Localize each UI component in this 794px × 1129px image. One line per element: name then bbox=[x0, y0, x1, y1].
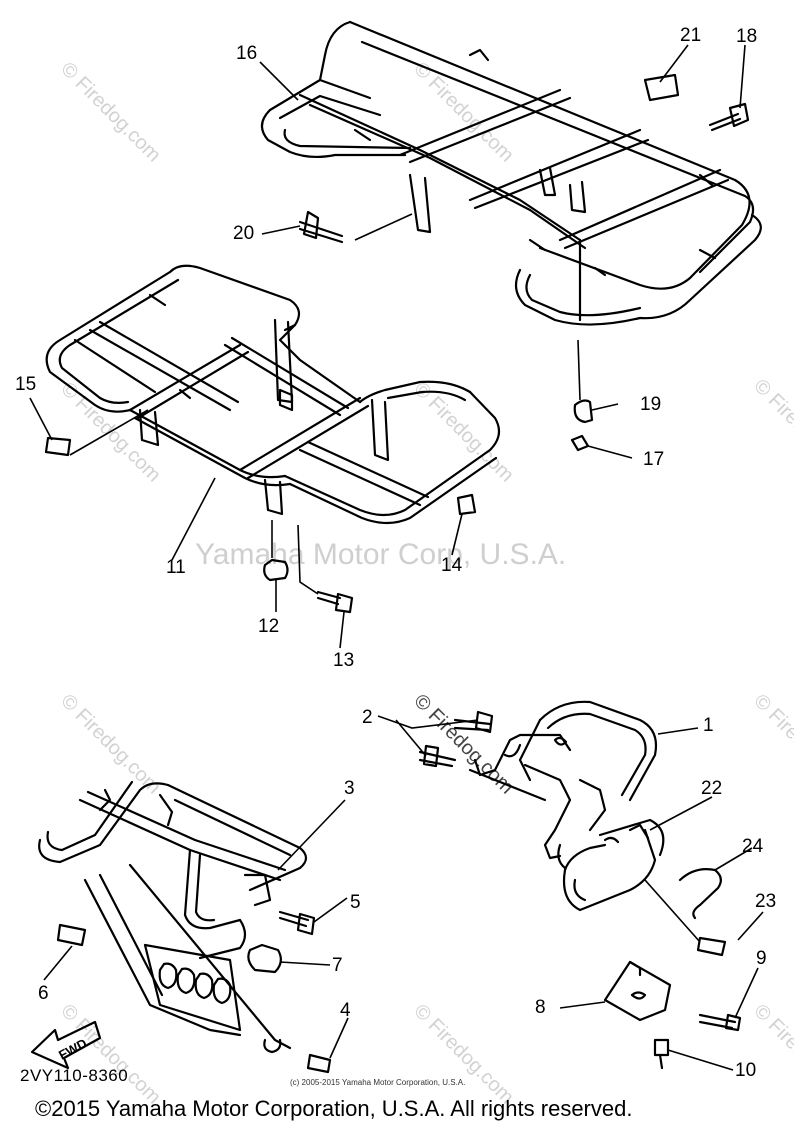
part-number-16: 16 bbox=[236, 43, 258, 64]
bolts bbox=[278, 102, 750, 1074]
copyright-notice: ©2015 Yamaha Motor Corporation, U.S.A. A… bbox=[35, 1096, 633, 1121]
part-number-20: 20 bbox=[233, 223, 255, 244]
part-number-15: 15 bbox=[15, 374, 37, 395]
part-number-12: 12 bbox=[258, 616, 280, 637]
watermark-yamaha: Yamaha Motor Corp, U.S.A. bbox=[195, 538, 567, 571]
part-number-4: 4 bbox=[340, 1000, 351, 1021]
part-number-10: 10 bbox=[735, 1060, 757, 1081]
rear-carrier-drawing bbox=[260, 20, 762, 326]
part-number-7: 7 bbox=[332, 955, 343, 976]
bracket-8-drawing bbox=[603, 960, 672, 1022]
part-number-6: 6 bbox=[38, 983, 49, 1004]
small-copyright: (c) 2005-2015 Yamaha Motor Corporation, … bbox=[290, 1078, 466, 1087]
front-carrier-drawing bbox=[45, 264, 501, 525]
leader-lines bbox=[29, 44, 764, 1071]
part-number-11: 11 bbox=[166, 557, 186, 578]
part-number-14: 14 bbox=[441, 555, 463, 576]
part-number-5: 5 bbox=[350, 892, 361, 913]
small-parts bbox=[44, 73, 680, 974]
part-number-9: 9 bbox=[756, 948, 767, 969]
part-number-13: 13 bbox=[333, 650, 355, 671]
part-number-21: 21 bbox=[680, 25, 702, 46]
part-number-23: 23 bbox=[755, 891, 777, 912]
part-number-17: 17 bbox=[643, 449, 665, 470]
fwd-arrow-drawing bbox=[30, 1020, 102, 1070]
diagram-code: 2VY110-8360 bbox=[20, 1066, 129, 1085]
front-guard-drawing bbox=[38, 780, 308, 1054]
bracket-24-drawing bbox=[678, 868, 722, 920]
part-number-22: 22 bbox=[701, 778, 723, 799]
rear-guard-drawing bbox=[468, 700, 658, 870]
part-number-3: 3 bbox=[344, 778, 355, 799]
part-number-18: 18 bbox=[736, 26, 758, 47]
part-number-1: 1 bbox=[703, 715, 714, 736]
part-number-2: 2 bbox=[362, 707, 373, 728]
horn-drawing bbox=[562, 818, 665, 912]
part-number-8: 8 bbox=[535, 997, 546, 1018]
part-number-19: 19 bbox=[640, 394, 662, 415]
part-number-24: 24 bbox=[742, 836, 764, 857]
